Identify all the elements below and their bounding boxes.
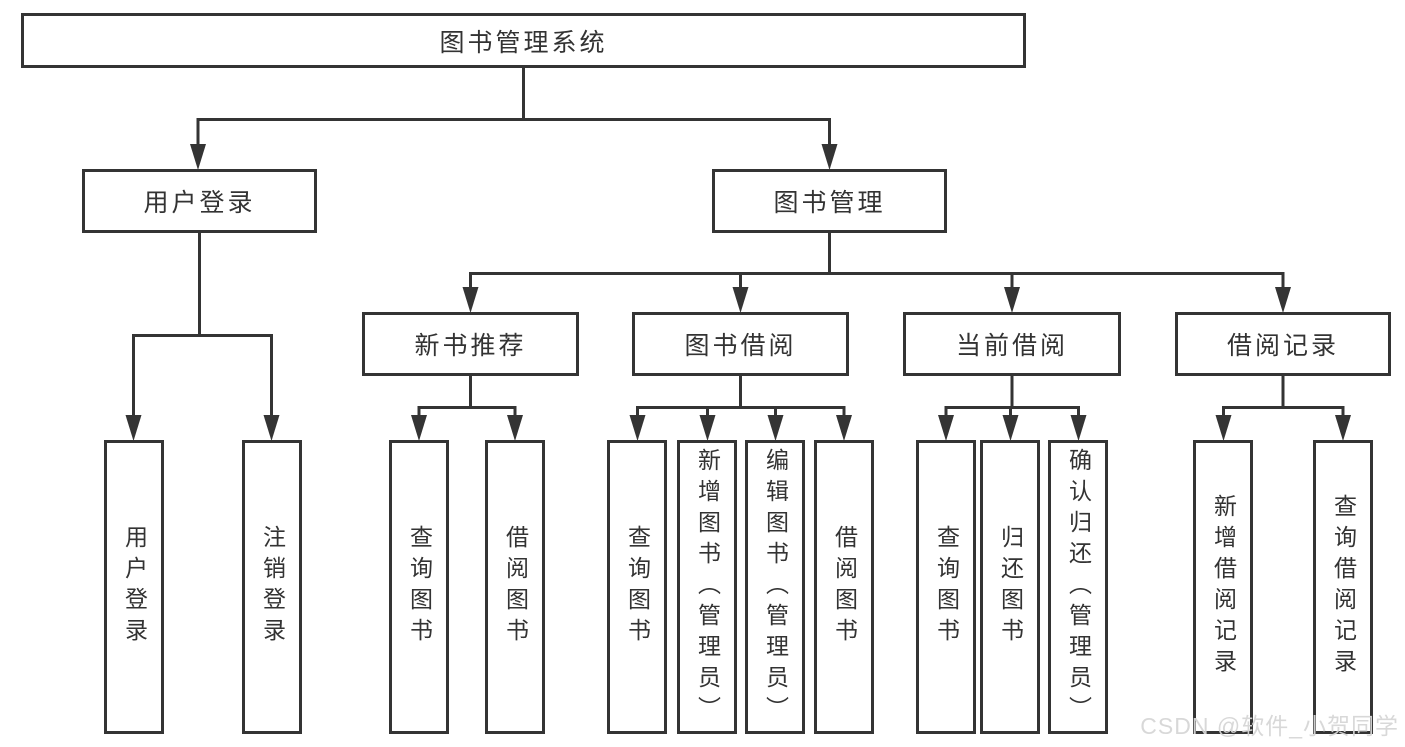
leaf-newbook-query-books-label: 查询图书 xyxy=(406,525,433,649)
leaf-current-return-books-label: 归还图书 xyxy=(997,525,1024,649)
leaf-borrow-query-books-label: 查询图书 xyxy=(624,525,651,649)
leaf-newbook-borrow-books-label: 借阅图书 xyxy=(502,525,529,649)
node-book-management: 图书管理 xyxy=(712,169,947,233)
leaf-records-add-record: 新增借阅记录 xyxy=(1193,440,1253,734)
leaf-newbook-query-books: 查询图书 xyxy=(389,440,449,734)
node-new-book-recommend: 新书推荐 xyxy=(362,312,579,376)
node-new-book-recommend-label: 新书推荐 xyxy=(414,332,527,360)
connector-paths xyxy=(132,66,1345,421)
leaf-current-return-books: 归还图书 xyxy=(980,440,1040,734)
node-user-login-label: 用户登录 xyxy=(143,189,256,217)
leaf-current-confirm-return-admin-label: 确认归还（管理员） xyxy=(1065,447,1092,727)
leaf-borrow-edit-books-admin: 编辑图书（管理员） xyxy=(745,440,805,734)
leaf-current-confirm-return-admin: 确认归还（管理员） xyxy=(1048,440,1108,734)
node-library-system: 图书管理系统 xyxy=(21,13,1026,68)
node-user-login: 用户登录 xyxy=(82,169,317,233)
node-current-borrowing: 当前借阅 xyxy=(903,312,1121,376)
leaf-records-query-record: 查询借阅记录 xyxy=(1313,440,1373,734)
leaf-borrow-add-books-admin-label: 新增图书（管理员） xyxy=(694,447,721,727)
node-library-system-label: 图书管理系统 xyxy=(439,28,608,57)
leaf-borrow-borrow-books: 借阅图书 xyxy=(814,440,874,734)
csdn-watermark: CSDN @软件_小贺同学 xyxy=(1140,713,1399,739)
arrowheads xyxy=(125,144,1351,441)
leaf-logout-label: 注销登录 xyxy=(259,525,286,649)
leaf-logout: 注销登录 xyxy=(242,440,302,734)
node-current-borrowing-label: 当前借阅 xyxy=(955,332,1068,360)
node-book-borrowing: 图书借阅 xyxy=(632,312,849,376)
leaf-user-login: 用户登录 xyxy=(104,440,164,734)
node-borrowing-records: 借阅记录 xyxy=(1175,312,1391,376)
leaf-records-query-record-label: 查询借阅记录 xyxy=(1330,494,1357,680)
leaf-current-query-books-label: 查询图书 xyxy=(933,525,960,649)
leaf-user-login-label: 用户登录 xyxy=(121,525,148,649)
leaf-borrow-edit-books-admin-label: 编辑图书（管理员） xyxy=(762,447,789,727)
node-borrowing-records-label: 借阅记录 xyxy=(1226,332,1339,360)
leaf-newbook-borrow-books: 借阅图书 xyxy=(485,440,545,734)
node-book-borrowing-label: 图书借阅 xyxy=(684,332,797,360)
leaf-current-query-books: 查询图书 xyxy=(916,440,976,734)
leaf-records-add-record-label: 新增借阅记录 xyxy=(1210,494,1237,680)
node-book-management-label: 图书管理 xyxy=(773,189,886,217)
leaf-borrow-borrow-books-label: 借阅图书 xyxy=(831,525,858,649)
leaf-borrow-add-books-admin: 新增图书（管理员） xyxy=(677,440,737,734)
leaf-borrow-query-books: 查询图书 xyxy=(607,440,667,734)
